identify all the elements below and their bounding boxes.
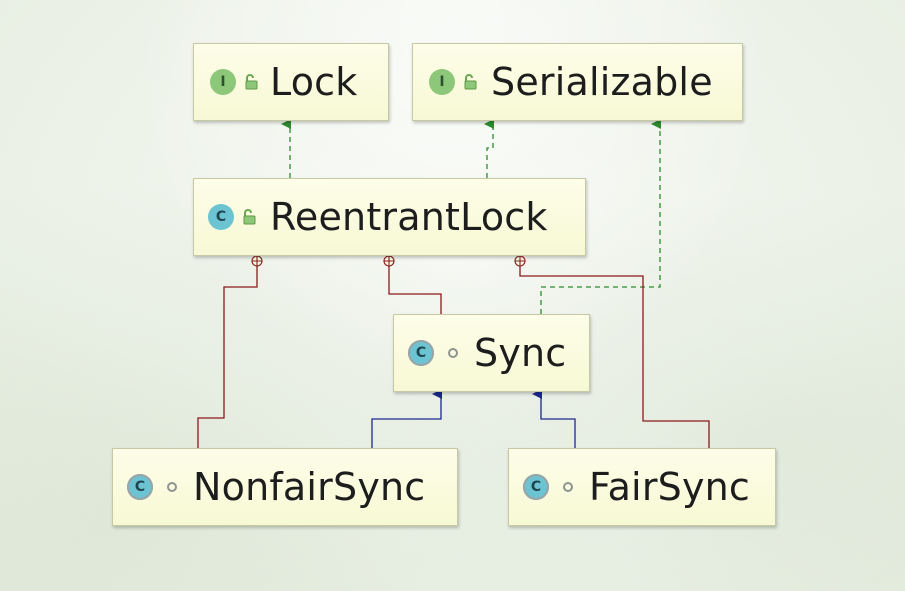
node-fairsync-label: FairSync — [589, 465, 751, 509]
package-private-dot-icon — [167, 482, 177, 492]
node-lock-label: Lock — [270, 60, 358, 104]
edge-reentrantlock-implements-serializable — [484, 119, 494, 178]
node-lock[interactable]: I Lock — [193, 43, 389, 121]
node-fairsync[interactable]: C FairSync — [508, 448, 776, 526]
edge-fairsync-inner-of-reentrantlock — [519, 266, 710, 448]
edge-sync-implements-serializable — [540, 119, 661, 314]
node-reentrantlock-label: ReentrantLock — [270, 195, 548, 239]
edge-nonfairsync-extends-sync — [371, 389, 442, 448]
edge-nonfairsync-inner-of-reentrantlock — [197, 266, 258, 448]
package-private-dot-icon — [563, 482, 573, 492]
node-serializable[interactable]: I Serializable — [412, 43, 743, 121]
node-nonfairsync-label: NonfairSync — [193, 465, 426, 509]
static-class-icon: C — [523, 474, 549, 500]
interface-icon: I — [210, 69, 236, 95]
open-lock-icon — [243, 209, 256, 225]
static-class-icon: C — [127, 474, 153, 500]
package-private-dot-icon — [448, 348, 458, 358]
open-lock-icon — [245, 74, 258, 90]
inner-class-marker — [251, 255, 526, 267]
abstract-class-icon: C — [408, 340, 434, 366]
interface-icon: I — [429, 69, 455, 95]
edge-fairsync-extends-sync — [532, 389, 576, 448]
node-reentrantlock[interactable]: C ReentrantLock — [193, 178, 586, 256]
edge-sync-inner-of-reentrantlock — [388, 266, 442, 314]
node-sync[interactable]: C Sync — [393, 314, 590, 392]
node-nonfairsync[interactable]: C NonfairSync — [112, 448, 458, 526]
node-serializable-label: Serializable — [491, 60, 713, 104]
open-lock-icon — [464, 74, 477, 90]
node-sync-label: Sync — [474, 331, 567, 375]
class-icon: C — [208, 204, 234, 230]
